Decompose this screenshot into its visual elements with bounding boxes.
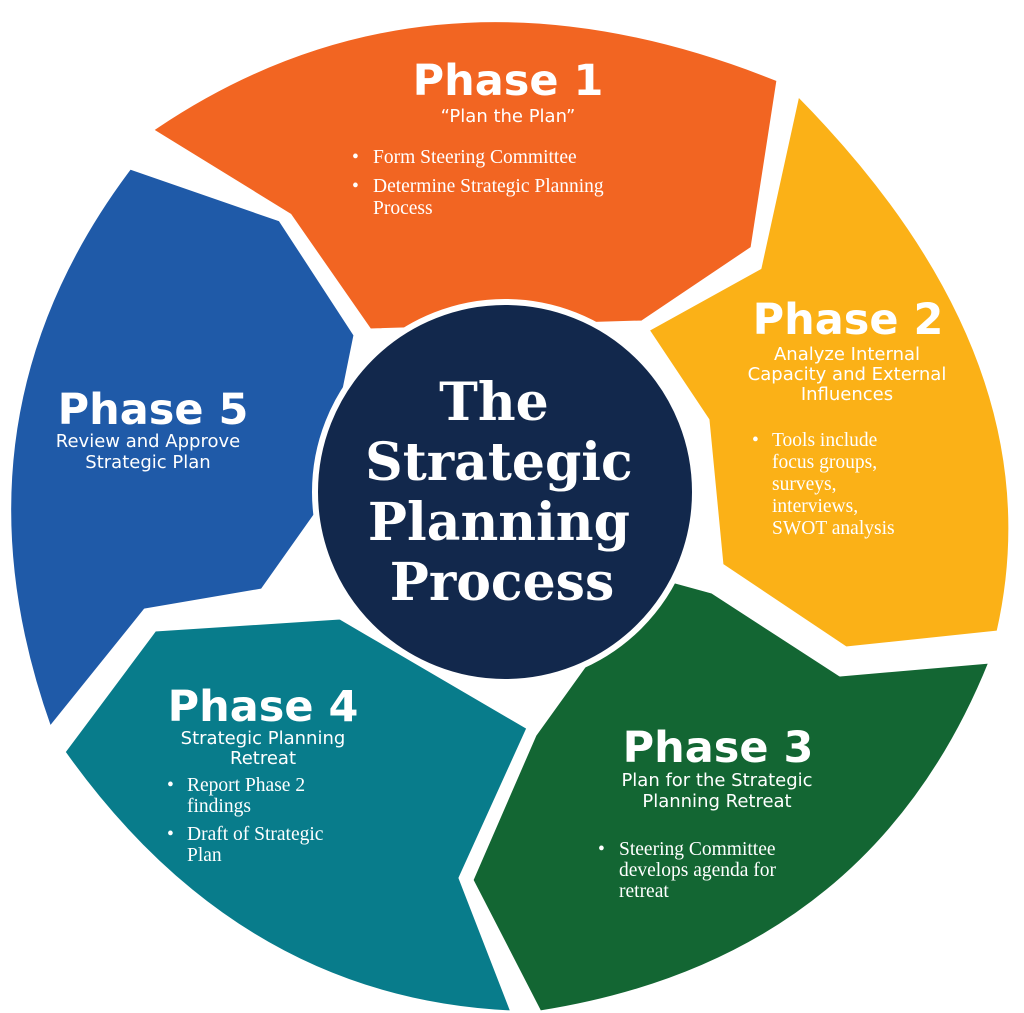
phase-4-segment: [62, 616, 530, 1013]
bullet-dot: •: [167, 824, 174, 845]
phase-2-label: Phase 2 Analyze Internal Capacity and Ex…: [748, 295, 947, 539]
bullet-text: findings: [187, 796, 251, 817]
bullet-text: Determine Strategic Planning: [373, 176, 604, 197]
phase-title: Phase 5: [58, 385, 249, 435]
center-title-line: Process: [390, 552, 614, 613]
phase-subtitle: Retreat: [230, 748, 296, 769]
center-title-line: Strategic: [365, 432, 633, 493]
center-circle: [312, 299, 698, 685]
bullet-dot: •: [352, 176, 359, 197]
bullet-text: Process: [373, 198, 433, 219]
bullet-dot: •: [352, 147, 359, 168]
bullet-text: Tools include: [772, 430, 877, 451]
bullet-text: SWOT analysis: [772, 518, 895, 539]
phase-subtitle: Plan for the Strategic: [621, 770, 812, 791]
phase-subtitle: “Plan the Plan”: [441, 106, 576, 127]
bullet-dot: •: [598, 839, 605, 860]
phase-subtitle: Strategic Planning: [181, 728, 346, 749]
phase-1-segment: [150, 19, 780, 332]
bullet-text: Steering Committee: [619, 839, 776, 860]
bullet-text: develops agenda for: [619, 860, 777, 881]
bullet-text: surveys,: [772, 474, 836, 495]
bullet-text: focus groups,: [772, 452, 877, 473]
phase-title: Phase 2: [753, 295, 944, 345]
phase-1-label: Phase 1 “Plan the Plan” • Form Steering …: [352, 56, 604, 219]
center-title-line: The: [439, 372, 549, 433]
phase-subtitle: Review and Approve: [56, 431, 240, 452]
phase-subtitle: Capacity and External: [748, 364, 947, 385]
bullet-text: Report Phase 2: [187, 775, 305, 796]
phase-2-segment: [646, 93, 1012, 650]
bullet-dot: •: [752, 430, 759, 451]
center-title-line: Planning: [368, 492, 630, 553]
center-title: The Strategic Planning Process: [365, 372, 651, 613]
phase-5-segment: [8, 166, 357, 730]
phase-subtitle: Influences: [801, 384, 893, 405]
phase-title: Phase 1: [413, 56, 604, 106]
phase-3-label: Phase 3 Plan for the Strategic Planning …: [598, 723, 813, 902]
phase-title: Phase 4: [168, 682, 359, 732]
bullet-text: Form Steering Committee: [373, 147, 577, 168]
bullet-text: Draft of Strategic: [187, 824, 324, 845]
phase-title: Phase 3: [623, 723, 814, 773]
phase-subtitle: Analyze Internal: [774, 344, 920, 365]
phase-subtitle: Planning Retreat: [642, 791, 791, 812]
phase-subtitle: Strategic Plan: [85, 452, 210, 473]
phase-4-label: Phase 4 Strategic Planning Retreat • Rep…: [167, 682, 358, 866]
phase-5-label: Phase 5 Review and Approve Strategic Pla…: [56, 385, 249, 473]
bullet-text: Plan: [187, 845, 222, 866]
bullet-text: interviews,: [772, 496, 858, 517]
phase-3-segment: [470, 573, 992, 1013]
bullet-text: retreat: [619, 881, 669, 902]
bullet-dot: •: [167, 775, 174, 796]
